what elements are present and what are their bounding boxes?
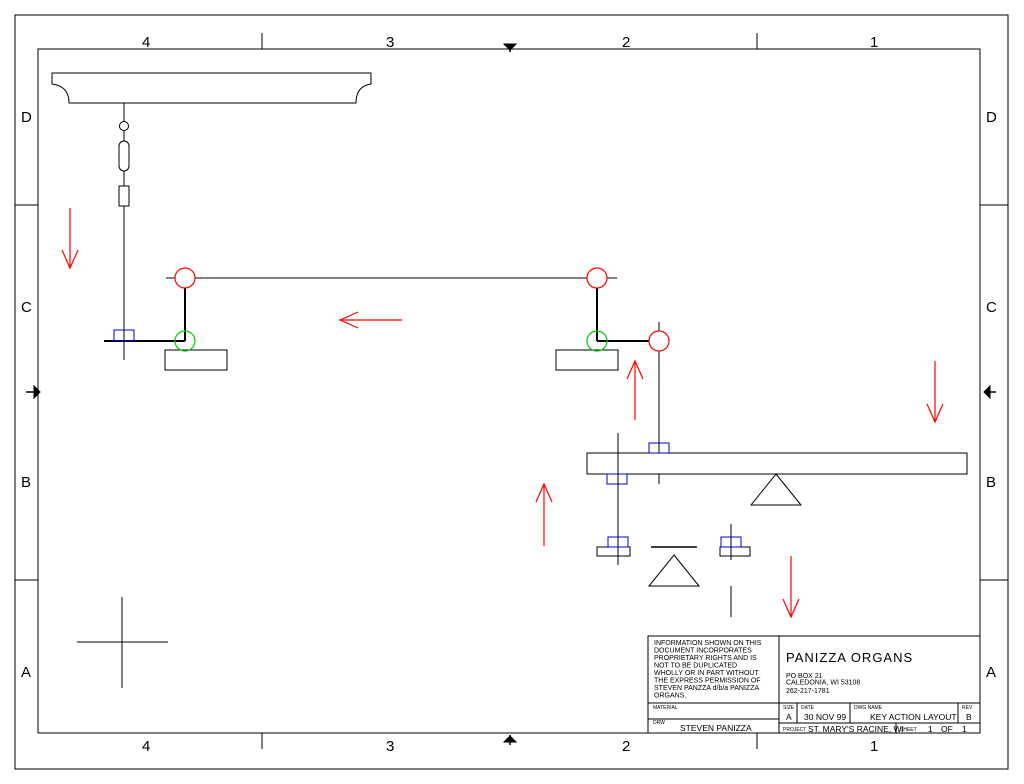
pivot-red-key (648, 330, 670, 352)
bracket-left-bar (113, 329, 135, 342)
material-label: MATERIAL (653, 705, 678, 711)
dwg-name-label: DWG NAME (854, 705, 883, 711)
date-label: DATE (801, 705, 815, 711)
zone-col-2-bottom: 2 (622, 738, 630, 755)
proprietary-notice: INFORMATION SHOWN ON THIS DOCUMENT INCOR… (654, 640, 762, 700)
key-lever (586, 452, 968, 475)
project-value: ST. MARY'S RACINE, WI (808, 724, 904, 734)
notice-line-8: ORGANS. (654, 693, 686, 700)
project-label: PROJECT (783, 727, 806, 733)
drawn-by: STEVEN PANIZZA (680, 723, 752, 733)
top-chest-molding (51, 72, 372, 104)
zone-row-d-left: D (21, 109, 32, 126)
lower-fulcrum (647, 554, 701, 587)
zone-col-4-top: 4 (142, 34, 150, 51)
guide-block-right (719, 546, 751, 557)
sheet-of-label: OF (941, 724, 953, 734)
address-line-1: PO BOX 21 (786, 673, 823, 680)
pivot-green-right (586, 330, 608, 352)
outer-border (14, 14, 1009, 770)
arrow-down-key-end (926, 361, 944, 424)
notice-line-6: THE EXPRESS PERMISSION OF (654, 678, 761, 685)
pull-wire-spring (118, 140, 130, 172)
arrow-down-lower-right (782, 556, 800, 619)
pivot-red-right (586, 267, 608, 289)
zone-labels: 4 3 2 1 4 3 2 1 D C B A D C B A (21, 34, 997, 755)
inner-border (37, 48, 981, 734)
notice-line-5: WHOLLY OR IN PART WITHOUT (654, 670, 759, 677)
arrow-left-center (338, 311, 402, 329)
zone-row-c-right: C (986, 299, 997, 316)
bracket-key-top (648, 442, 670, 454)
left-square-base (164, 349, 228, 371)
brackets (113, 329, 742, 548)
right-square-base (555, 349, 619, 371)
date-value: 30 NOV 99 (804, 712, 846, 722)
pull-wire-eye (119, 121, 129, 131)
arrow-up-lower (535, 482, 553, 546)
notice-line-1: INFORMATION SHOWN ON THIS (654, 640, 762, 647)
notice-line-2: DOCUMENT INCORPORATES (654, 648, 752, 655)
pivots (174, 267, 670, 352)
bracket-guide-right (720, 536, 742, 548)
sheet-number: 1 (928, 724, 933, 734)
notice-line-4: NOT TO BE DUPLICATED (654, 663, 737, 670)
sheet-label: SHEET (900, 727, 917, 733)
motion-arrows (61, 208, 944, 619)
zone-row-a-left: A (21, 664, 31, 681)
arrow-up-key-rod (626, 359, 644, 420)
pivot-green-left (174, 330, 196, 352)
zone-row-a-right: A (986, 664, 996, 681)
zone-col-2-top: 2 (622, 34, 630, 51)
pull-wire-block (118, 185, 130, 207)
title-block: INFORMATION SHOWN ON THIS DOCUMENT INCOR… (647, 635, 981, 734)
zone-col-3-top: 3 (386, 34, 394, 51)
notice-line-3: PROPRIETARY RIGHTS AND IS (654, 655, 757, 662)
size-label: SIZE (783, 705, 795, 711)
zone-row-b-left: B (21, 474, 31, 491)
centering-marks (26, 43, 996, 745)
zone-row-d-right: D (986, 109, 997, 126)
company-name: PANIZZA ORGANS (786, 650, 913, 665)
mechanism (51, 72, 968, 688)
title-block-frame (647, 635, 981, 734)
sheet-total: 1 (962, 724, 967, 734)
dwg-name-value: KEY ACTION LAYOUT (870, 712, 957, 722)
bracket-key-bottom (606, 473, 628, 485)
bracket-guide-left (607, 536, 629, 548)
zone-col-3-bottom: 3 (386, 738, 394, 755)
pivot-red-left (174, 267, 196, 289)
address-line-3: 262-217-1781 (786, 688, 830, 695)
zone-col-4-bottom: 4 (142, 738, 150, 755)
size-value: A (786, 712, 792, 722)
drw-label: DRW (653, 720, 665, 726)
arrow-down-left (61, 208, 79, 270)
zone-ticks (15, 33, 1008, 749)
guide-block-left (596, 546, 631, 557)
rev-label: REV (962, 705, 973, 711)
rev-value: B (966, 712, 972, 722)
zone-row-b-right: B (986, 474, 996, 491)
address-line-2: CALEDONIA, WI 53108 (786, 680, 860, 687)
zone-col-1-bottom: 1 (870, 738, 878, 755)
notice-line-7: STEVEN PANZZA d/b/a PANIZZA (654, 685, 759, 692)
key-fulcrum (749, 473, 803, 506)
zone-col-1-top: 1 (870, 34, 878, 51)
zone-row-c-left: C (21, 299, 32, 316)
